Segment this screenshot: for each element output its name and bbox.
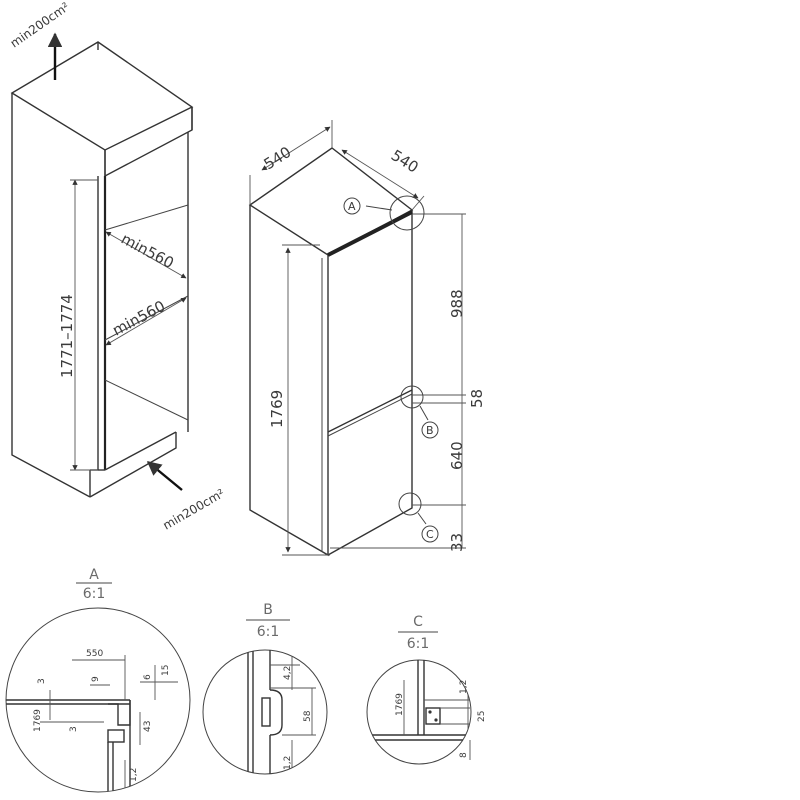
door-gap-label: 58: [468, 389, 486, 408]
fridge-body: [248, 120, 466, 557]
fridge-height-label: 1769: [268, 390, 286, 428]
detail-a-scale: 6:1: [83, 586, 106, 602]
niche-width-lower-label: min560: [109, 297, 168, 340]
c-12: 1,2: [459, 680, 469, 694]
c-25: 25: [477, 711, 487, 722]
b-12: 1,2: [283, 756, 293, 770]
niche-width-upper-label: min560: [118, 230, 177, 273]
c-1769: 1769: [395, 693, 405, 716]
detail-a-letter: A: [89, 567, 99, 583]
detail-c-scale: 6:1: [407, 636, 430, 652]
a-550: 550: [86, 649, 103, 659]
detail-b-scale: 6:1: [257, 624, 280, 640]
vent-bottom-label: min200cm²: [161, 486, 228, 533]
detail-c-letter: C: [413, 614, 423, 630]
a-43: 43: [143, 721, 153, 732]
upper-door-label: 988: [448, 289, 466, 318]
a-6: 6: [143, 674, 153, 680]
fridge-depth-label: 540: [388, 146, 422, 176]
detail-c-circle: [366, 659, 472, 765]
c-8: 8: [459, 752, 469, 758]
detail-b-letter: B: [263, 602, 273, 618]
niche-cabinet: [10, 32, 194, 498]
callout-c: C: [426, 528, 434, 541]
a-3-bottom: 3: [69, 726, 79, 732]
fridge-width-label: 540: [261, 143, 295, 173]
a-12: 1,2: [129, 768, 139, 782]
a-9: 9: [91, 676, 101, 682]
base-height-label: 33: [448, 533, 466, 552]
detail-a-drawing: [6, 655, 178, 792]
a-3-top: 3: [37, 678, 47, 684]
vent-top-label: min200cm²: [8, 0, 72, 50]
detail-b-circle: [202, 649, 328, 775]
callout-a: A: [348, 200, 356, 213]
b-42: 4,2: [283, 666, 293, 680]
a-1769: 1769: [33, 709, 43, 732]
niche-height-label: 1771–1774: [58, 294, 76, 378]
b-58: 58: [303, 710, 313, 722]
callout-b: B: [426, 424, 434, 437]
a-15: 15: [161, 665, 171, 676]
detail-b-drawing: [247, 650, 316, 774]
lower-door-label: 640: [448, 441, 466, 470]
